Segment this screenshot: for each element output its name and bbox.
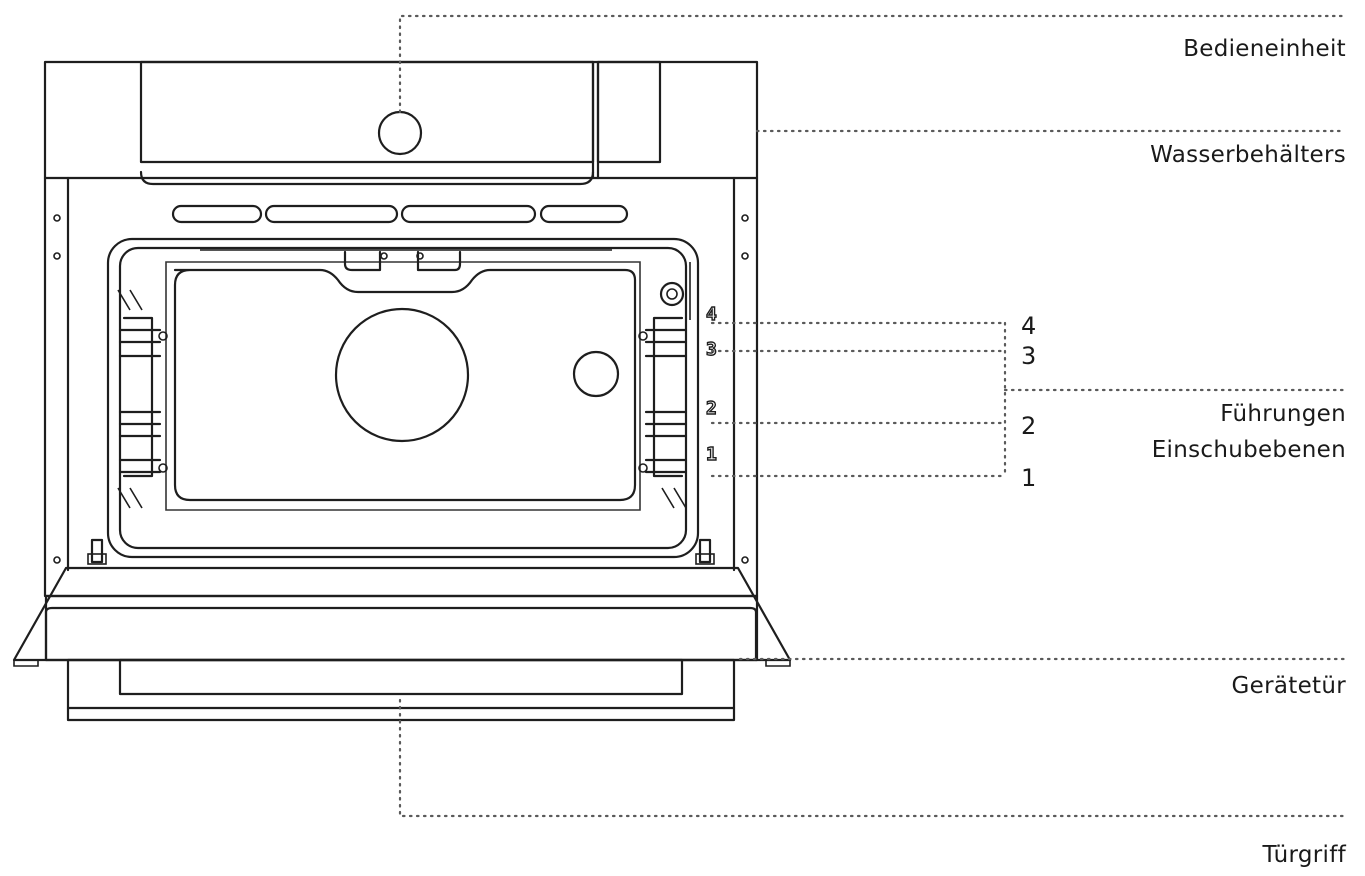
control-knob-icon — [377, 110, 423, 156]
label-control-unit: Bedieneinheit — [1183, 36, 1346, 62]
door-handle — [66, 658, 736, 722]
label-water-tank: Wasserbehälters — [1150, 142, 1346, 168]
label-guides-line2: Einschubebenen — [1151, 437, 1346, 463]
shelf-mark-3: 3 — [706, 339, 717, 360]
door-hinges — [87, 538, 715, 565]
left-rack-guides — [117, 289, 168, 509]
leader-control-unit — [398, 14, 1347, 114]
shelf-mark-4: 4 — [706, 304, 717, 325]
oven-door — [12, 566, 792, 722]
level-number-3: 3 — [1021, 342, 1037, 370]
shelf-mark-1: 1 — [706, 444, 717, 465]
level-number-1: 1 — [1021, 464, 1037, 492]
oven-body — [43, 176, 759, 598]
oven-cavity — [106, 237, 700, 559]
leader-door-handle — [398, 698, 1347, 818]
leader-lines — [398, 14, 1347, 818]
label-door: Gerätetür — [1231, 673, 1346, 699]
level-number-2: 2 — [1021, 412, 1037, 440]
control-panel — [43, 60, 759, 186]
vent-slots — [171, 204, 629, 224]
shelf-mark-2: 2 — [706, 398, 717, 419]
steam-inlet-icon — [572, 350, 620, 398]
fan-cover-icon — [334, 307, 470, 443]
label-door-handle: Türgriff — [1262, 842, 1346, 868]
level-number-4: 4 — [1021, 312, 1037, 340]
shelf-level-marks: 4 3 2 1 — [705, 303, 717, 465]
label-guides-line1: Führungen — [1220, 401, 1346, 427]
right-rack-guides — [638, 316, 688, 509]
